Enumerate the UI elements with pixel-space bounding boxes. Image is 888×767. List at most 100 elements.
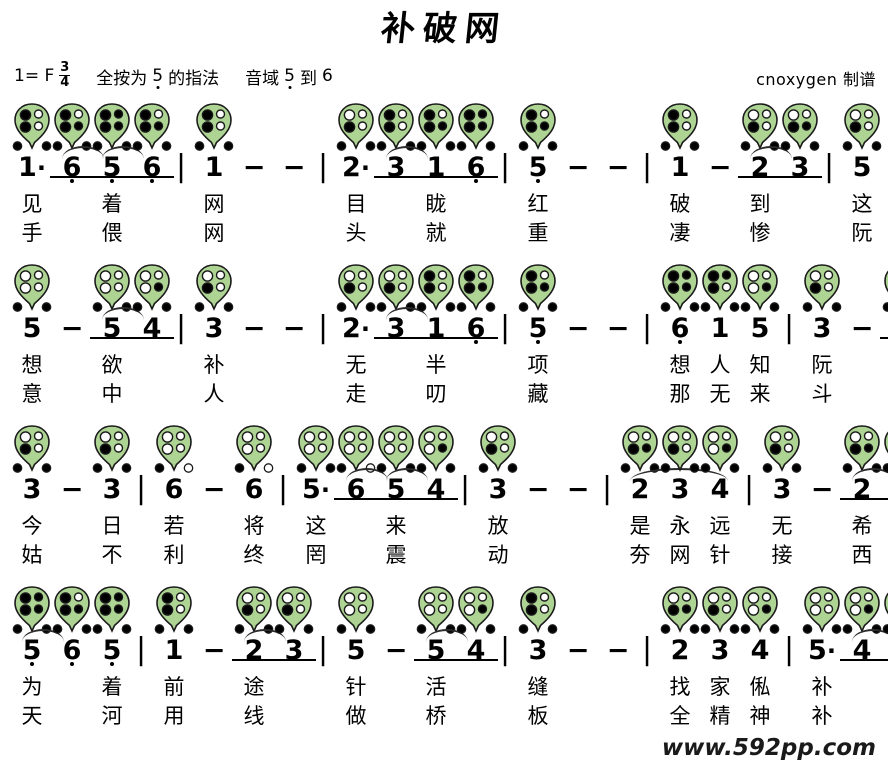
note: 3 — [880, 474, 888, 505]
ocarina-fingering-icon — [132, 102, 172, 152]
ocarina-fingering-icon — [154, 424, 194, 474]
lyric-syllable: 欲 — [101, 353, 123, 377]
ocarina-fingering-icon — [882, 585, 888, 635]
slur — [386, 146, 428, 159]
lyric-syllable: 凄 — [669, 221, 691, 245]
score-header: 1= F 3 4 全按为 5 的指法 音域 5 到 6 cnoxygen 制谱 — [0, 61, 888, 96]
note: 6 — [130, 152, 174, 183]
lyric-syllable: 神 — [749, 704, 771, 728]
lyric-syllable: 偎 — [101, 221, 123, 245]
note: − — [810, 474, 834, 505]
score-body: 1·656|1−−|2·316|5−−|1−23|5−3|2−−|200|见着网… — [0, 102, 888, 740]
barline: | — [135, 471, 147, 506]
slur — [386, 307, 428, 320]
note: 1 — [710, 313, 730, 344]
music-system-2: 5−54|3−−|2·316|5−−|615|3−23|1−−|100|想欲补无… — [0, 263, 888, 418]
octave-low-dot — [70, 179, 74, 183]
dotted-note-dot: · — [36, 154, 46, 182]
barline: | — [135, 632, 147, 667]
lyric-syllable: 将 — [243, 514, 265, 538]
note: 6 — [244, 474, 264, 505]
note: − — [384, 635, 408, 666]
ocarina-fingering-icon — [882, 263, 888, 313]
lyric-syllable: 放 — [487, 514, 509, 538]
lyric-row-verse-2: 意中人走叨藏那无来斗帮忙 — [0, 382, 888, 411]
lyric-syllable: 为 — [21, 675, 43, 699]
ocarina-fingering-icon — [12, 424, 52, 474]
note: − — [202, 635, 226, 666]
lyric-syllable: 眬 — [425, 192, 447, 216]
ocarina-fingering-icon — [52, 102, 92, 152]
ocarina-fingering-icon — [700, 263, 740, 313]
lyric-syllable: 远 — [709, 514, 731, 538]
key-signature: 1= F — [14, 66, 55, 87]
note: 4 — [414, 474, 458, 505]
note: 6 — [454, 313, 498, 344]
slur — [852, 629, 888, 642]
lyric-syllable: 找 — [669, 675, 691, 699]
note-row: 3−3|6−6|5·654|3−−|234|3−23|5−−|5−0| — [0, 474, 888, 514]
barline: | — [641, 632, 653, 667]
lyric-syllable: 来 — [385, 514, 407, 538]
music-system-4: 565|1−23|5−54|3−−|234|5·432|1−−|100‖为着前途… — [0, 585, 888, 740]
slur — [386, 468, 428, 481]
ocarina-fingering-icon — [92, 102, 132, 152]
lyric-syllable: 红 — [527, 192, 549, 216]
note: 2 — [232, 635, 276, 666]
fingering-note-suffix: 的指法 — [168, 68, 220, 89]
note: 6 — [454, 152, 498, 183]
lyric-syllable: 天 — [21, 704, 43, 728]
lyric-syllable: 姑 — [21, 543, 43, 567]
note: − — [202, 474, 226, 505]
note: 6 — [62, 635, 82, 666]
note: 4 — [710, 474, 730, 505]
ocarina-fingering-icon — [52, 585, 92, 635]
barline: | — [317, 632, 329, 667]
note: − — [242, 313, 266, 344]
lyric-syllable: 这 — [305, 514, 327, 538]
ocarina-fingering-icon — [660, 585, 700, 635]
note: − — [606, 313, 630, 344]
lyric-syllable: 动 — [487, 543, 509, 567]
dotted-note-dot: · — [360, 154, 370, 182]
lyric-syllable: 就 — [425, 221, 447, 245]
lyric-syllable: 无 — [771, 514, 793, 538]
note: 2 — [840, 474, 884, 505]
lyric-syllable: 走 — [345, 382, 367, 406]
barline: | — [641, 149, 653, 184]
ocarina-fingering-icon — [842, 102, 882, 152]
lyric-syllable: 夯 — [629, 543, 651, 567]
ocarina-fingering-icon — [660, 424, 700, 474]
lyric-syllable: 用 — [163, 704, 185, 728]
ocarina-fingering-icon — [660, 263, 700, 313]
slur — [750, 146, 792, 159]
lyric-row-verse-2: 手偎网头就重凄惨阮一人 — [0, 221, 888, 250]
lyric-syllable: 针 — [345, 675, 367, 699]
ocarina-fingering-icon — [132, 263, 172, 313]
note: 5· — [302, 474, 330, 505]
lyric-syllable: 阮 — [811, 353, 833, 377]
lyric-row-verse-1: 见着网目眬红破到这大孔 — [0, 192, 888, 221]
fingering-note-prefix: 全按为 — [96, 68, 148, 89]
note: − — [606, 635, 630, 666]
note: 2 — [670, 635, 690, 666]
lyric-syllable: 项 — [527, 353, 549, 377]
lyric-row-verse-1: 为着前途针活缝找家俬补破网 — [0, 675, 888, 704]
octave-low-dot — [536, 340, 540, 344]
octave-low-dot — [536, 179, 540, 183]
ocarina-fingering-icon — [336, 424, 376, 474]
ocarina-fingering-icon — [92, 263, 132, 313]
octave-low-dot — [678, 340, 682, 344]
barline: | — [601, 471, 613, 506]
lyric-syllable: 线 — [243, 704, 265, 728]
ocarina-fingering-icon — [416, 102, 456, 152]
note: 5 — [90, 313, 134, 344]
ocarina-fingering-icon — [12, 102, 52, 152]
slur — [852, 468, 888, 481]
lyric-syllable: 罔 — [305, 543, 327, 567]
note: − — [60, 313, 84, 344]
lyric-syllable: 头 — [345, 221, 367, 245]
slur — [346, 468, 388, 481]
fingering-row — [0, 424, 888, 474]
note: 1 — [414, 313, 458, 344]
